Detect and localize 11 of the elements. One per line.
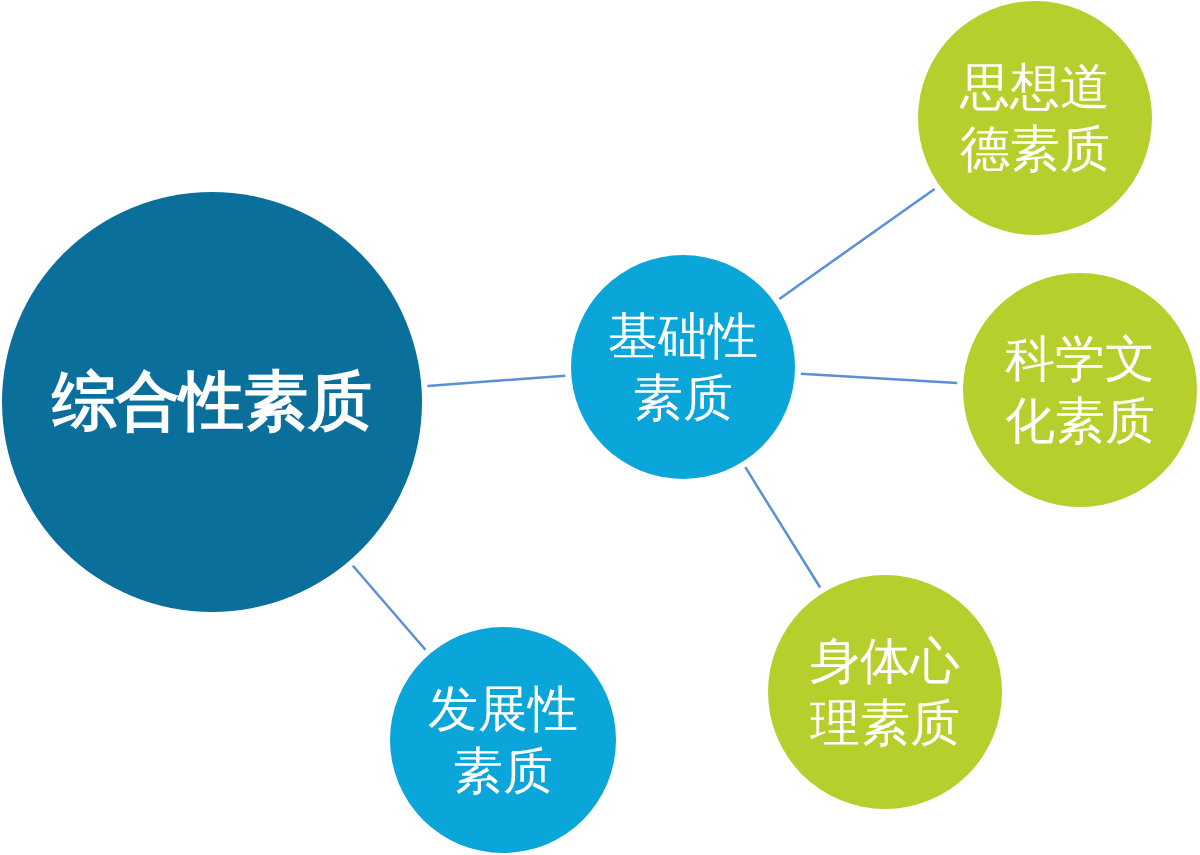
connector-line [744,466,822,589]
connector-line [778,187,936,300]
node-label: 科学文化素质 [1004,329,1156,452]
node-label: 综合性素质 [52,363,372,441]
node-label: 思想道德素质 [959,57,1111,180]
connector-line [800,372,958,385]
node-label: 基础性素质 [607,306,759,429]
connector-line [351,564,427,651]
connector-line [427,374,566,388]
node-label: 发展性素质 [427,679,579,802]
node-label: 身体心理素质 [809,631,961,754]
